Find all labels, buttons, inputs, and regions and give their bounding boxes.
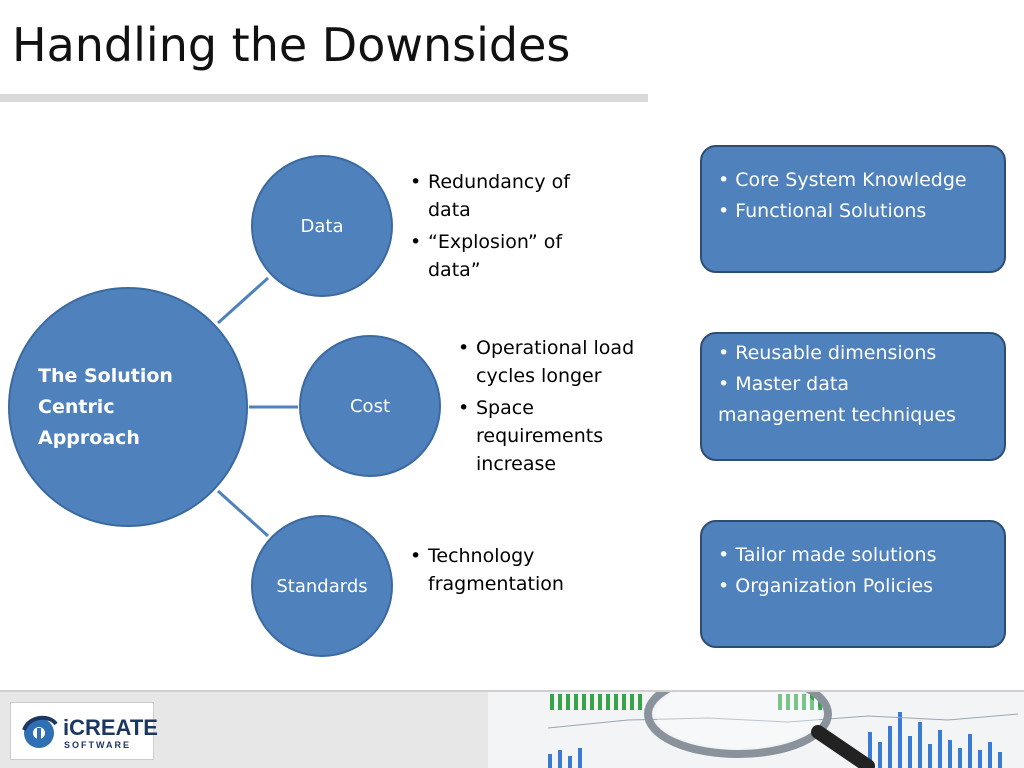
logo-subtitle: SOFTWARE: [64, 740, 131, 750]
center-node-solution-centric-approach: The Solution Centric Approach: [8, 287, 248, 527]
cost-bullet-1: Operational load cycles longer: [458, 334, 658, 390]
cost-bullet-list: Operational load cycles longer Space req…: [458, 334, 658, 482]
logo-wordmark: iCREATE: [63, 715, 158, 740]
magnifier-chart-photo: [488, 692, 1024, 768]
solution-box-2-line-3: management techniques: [718, 404, 956, 426]
node-cost: Cost: [299, 335, 441, 477]
solution-box-1-line-1: • Core System Knowledge: [718, 169, 967, 191]
solution-box-2: • Reusable dimensions • Master data mana…: [700, 332, 1006, 461]
node-standards-label: Standards: [276, 575, 368, 597]
node-data-label: Data: [300, 215, 344, 237]
connector-data: [216, 276, 270, 325]
icreate-logo-icon: [22, 715, 58, 748]
standards-bullet-1: Technology fragmentation: [410, 542, 610, 598]
node-standards: Standards: [251, 515, 393, 657]
connector-standards: [216, 489, 270, 538]
data-bullet-2: “Explosion” of data”: [410, 228, 600, 284]
page-title: Handling the Downsides: [12, 18, 571, 72]
center-node-line-3: Approach: [38, 426, 140, 449]
solution-box-1-line-2: • Functional Solutions: [718, 200, 927, 222]
solution-box-2-line-1: • Reusable dimensions: [718, 342, 937, 364]
cost-bullet-2: Space requirements increase: [458, 394, 658, 478]
company-logo: iCREATE SOFTWARE: [10, 702, 158, 760]
solution-box-3-line-1: • Tailor made solutions: [718, 544, 937, 566]
node-data: Data: [251, 155, 393, 297]
data-bullet-1: Redundancy of data: [410, 168, 600, 224]
center-node-line-1: The Solution: [38, 364, 173, 387]
standards-bullet-list: Technology fragmentation: [410, 542, 610, 602]
solution-box-3: • Tailor made solutions • Organization P…: [700, 520, 1006, 648]
node-cost-label: Cost: [349, 395, 391, 417]
solution-box-2-line-2: • Master data: [718, 373, 849, 395]
solution-box-3-line-2: • Organization Policies: [718, 575, 934, 597]
title-divider: [0, 94, 648, 102]
data-bullet-list: Redundancy of data “Explosion” of data”: [410, 168, 600, 288]
center-node-line-2: Centric: [38, 395, 115, 418]
solution-box-1: • Core System Knowledge • Functional Sol…: [700, 145, 1006, 273]
